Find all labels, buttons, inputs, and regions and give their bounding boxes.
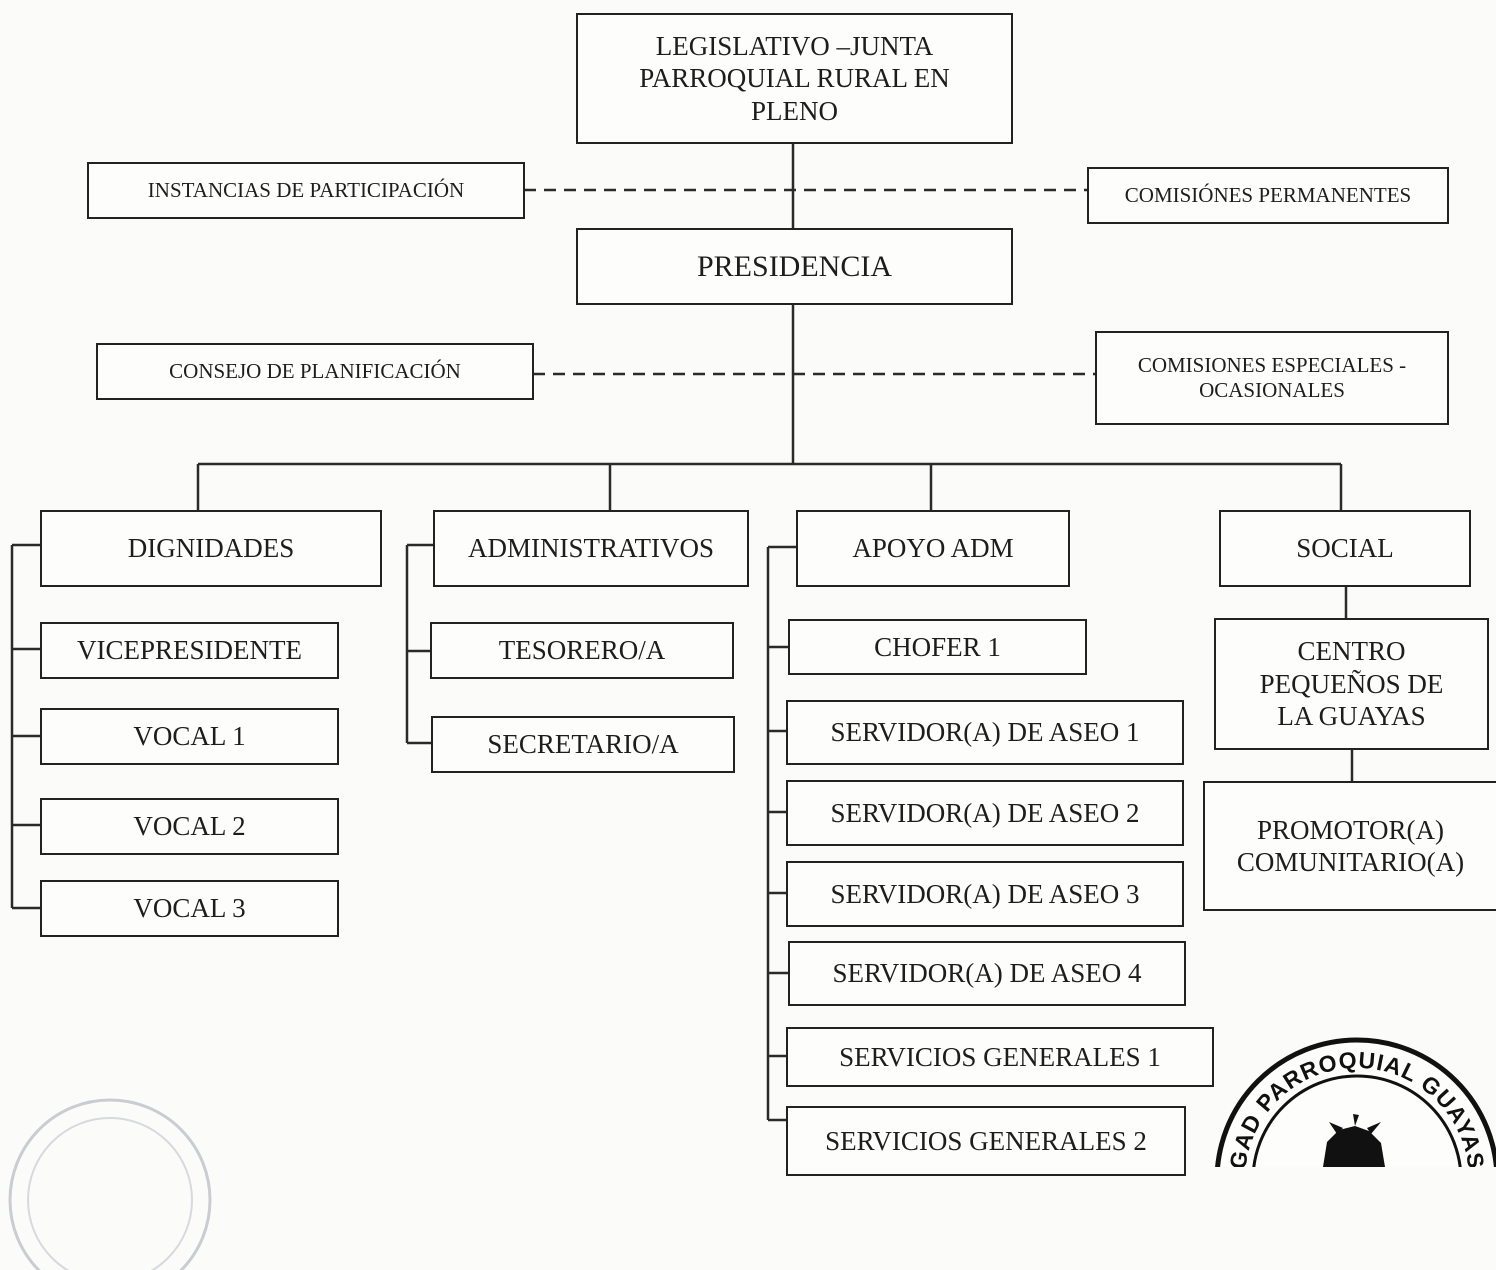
social-item-centro-pequenos: CENTRO PEQUEÑOS DE LA GUAYAS	[1214, 618, 1489, 750]
item-label: VOCAL 1	[133, 721, 246, 752]
item-label: SERVIDOR(A) DE ASEO 1	[830, 717, 1140, 748]
apoyo-item-aseo-4: SERVIDOR(A) DE ASEO 4	[788, 941, 1186, 1006]
item-label: VOCAL 3	[133, 893, 246, 924]
connector-lines	[10, 143, 1354, 1122]
item-label: SERVICIOS GENERALES 2	[825, 1125, 1147, 1156]
faint-seal-stamp	[8, 1098, 212, 1270]
dignidades-item-vocal-3: VOCAL 3	[40, 880, 339, 937]
legislativo-label: LEGISLATIVO –JUNTA PARROQUIAL RURAL EN P…	[639, 30, 950, 126]
item-label: CENTRO PEQUEÑOS DE LA GUAYAS	[1259, 636, 1444, 732]
apoyo-item-aseo-1: SERVIDOR(A) DE ASEO 1	[786, 700, 1184, 765]
item-label: VICEPRESIDENTE	[77, 635, 302, 666]
item-label: SERVIDOR(A) DE ASEO 2	[830, 797, 1140, 828]
item-label: PROMOTOR(A) COMUNITARIO(A)	[1236, 814, 1465, 877]
apoyo-item-aseo-2: SERVIDOR(A) DE ASEO 2	[786, 780, 1184, 846]
social-label: SOCIAL	[1296, 533, 1394, 564]
apoyo-adm-box: APOYO ADM	[796, 510, 1070, 587]
comisiones-permanentes-label: COMISIÓNES PERMANENTES	[1124, 182, 1412, 207]
apoyo-item-servicios-generales-2: SERVICIOS GENERALES 2	[786, 1106, 1186, 1176]
instancias-participacion-box: INSTANCIAS DE PARTICIPACIÓN	[87, 162, 525, 219]
consejo-label: CONSEJO DE PLANIFICACIÓN	[169, 358, 461, 383]
comisiones-especiales-box: COMISIONES ESPECIALES - OCASIONALES	[1095, 331, 1449, 425]
official-seal-stamp: GAD PARROQUIAL GUAYAS	[1215, 1037, 1496, 1167]
item-label: CHOFER 1	[874, 631, 1001, 662]
item-label: SECRETARIO/A	[487, 729, 679, 760]
dignidades-item-vocal-1: VOCAL 1	[40, 708, 339, 765]
item-label: VOCAL 2	[133, 811, 246, 842]
administrativos-label: ADMINISTRATIVOS	[467, 533, 714, 564]
item-label: SERVICIOS GENERALES 1	[839, 1041, 1161, 1072]
instancias-label: INSTANCIAS DE PARTICIPACIÓN	[147, 177, 465, 202]
presidencia-label: PRESIDENCIA	[696, 249, 892, 283]
administrativos-item-tesorero: TESORERO/A	[430, 622, 734, 679]
item-label: SERVIDOR(A) DE ASEO 4	[832, 958, 1142, 989]
dignidades-item-vicepresidente: VICEPRESIDENTE	[40, 622, 339, 679]
comisiones-permanentes-box: COMISIÓNES PERMANENTES	[1087, 167, 1449, 224]
presidencia-box: PRESIDENCIA	[576, 228, 1013, 305]
dignidades-box: DIGNIDADES	[40, 510, 382, 587]
apoyo-item-chofer-1: CHOFER 1	[788, 619, 1087, 675]
administrativos-item-secretario: SECRETARIO/A	[431, 716, 735, 773]
dignidades-label: DIGNIDADES	[127, 533, 295, 564]
social-item-promotor: PROMOTOR(A) COMUNITARIO(A)	[1203, 781, 1496, 911]
apoyo-item-aseo-3: SERVIDOR(A) DE ASEO 3	[786, 861, 1184, 927]
legislativo-box: LEGISLATIVO –JUNTA PARROQUIAL RURAL EN P…	[576, 13, 1013, 144]
comisiones-especiales-label: COMISIONES ESPECIALES - OCASIONALES	[1137, 352, 1407, 402]
apoyo-adm-label: APOYO ADM	[852, 533, 1014, 564]
administrativos-box: ADMINISTRATIVOS	[433, 510, 749, 587]
apoyo-item-servicios-generales-1: SERVICIOS GENERALES 1	[786, 1027, 1214, 1087]
social-box: SOCIAL	[1219, 510, 1471, 587]
consejo-planificacion-box: CONSEJO DE PLANIFICACIÓN	[96, 343, 534, 400]
seal-emblem	[1323, 1114, 1385, 1167]
item-label: SERVIDOR(A) DE ASEO 3	[830, 878, 1140, 909]
item-label: TESORERO/A	[498, 635, 666, 666]
dignidades-item-vocal-2: VOCAL 2	[40, 798, 339, 855]
